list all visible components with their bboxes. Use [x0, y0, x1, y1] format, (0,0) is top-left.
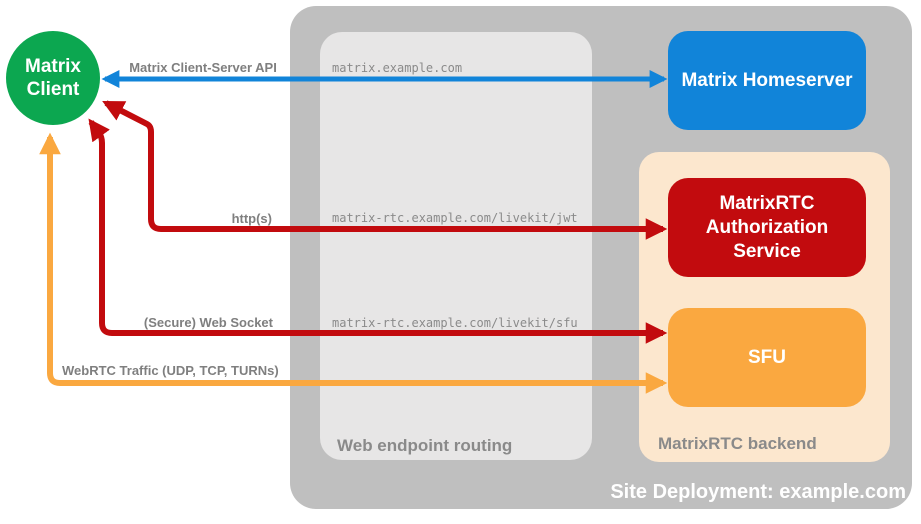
sfu-label: SFU [748, 346, 786, 368]
matrix-client-node: Matrix Client [6, 31, 100, 125]
site-deployment-label: Site Deployment: example.com [610, 481, 906, 503]
matrixrtc-authorization-service-label: MatrixRTC Authorization Service [705, 192, 829, 262]
websocket-label: (Secure) Web Socket [143, 315, 273, 330]
matrixrtc-backend-label: MatrixRTC backend [658, 434, 817, 453]
matrix-homeserver-node: Matrix Homeserver [668, 31, 866, 130]
endpoint-url-homeserver: matrix.example.com [332, 61, 463, 75]
client-server-api-label: Matrix Client-Server API [129, 60, 277, 75]
matrix-client-label: Matrix Client [25, 56, 81, 100]
http-label: http(s) [231, 211, 272, 226]
matrix-homeserver-label: Matrix Homeserver [681, 69, 853, 91]
matrixrtc-authorization-service-node: MatrixRTC Authorization Service [668, 178, 866, 277]
web-endpoint-routing-label: Web endpoint routing [337, 436, 513, 455]
webrtc-traffic-label: WebRTC Traffic (UDP, TCP, TURNs) [62, 363, 279, 378]
sfu-node: SFU [668, 308, 866, 407]
endpoint-url-livekit-sfu: matrix-rtc.example.com/livekit/sfu [332, 316, 578, 330]
web-endpoint-routing-panel [320, 32, 592, 460]
endpoint-url-livekit-jwt: matrix-rtc.example.com/livekit/jwt [332, 211, 578, 225]
